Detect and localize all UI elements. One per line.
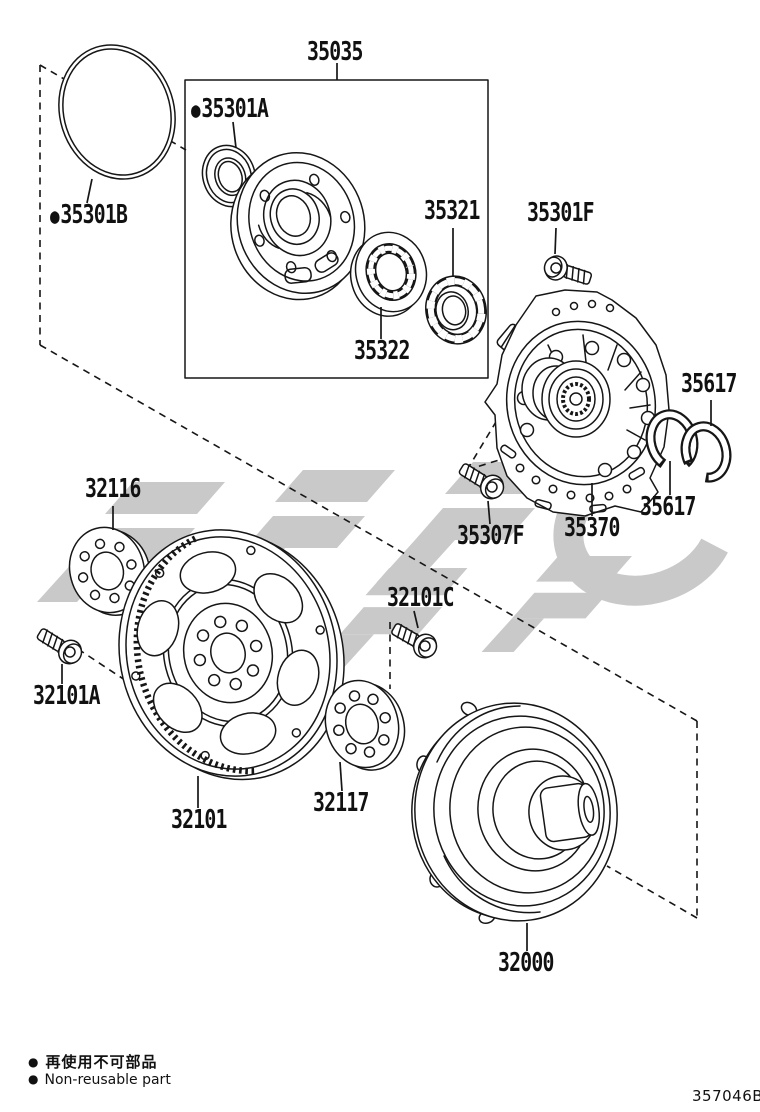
oil-pump-driven-rotor-35322-drawing	[349, 231, 428, 317]
label-35307F: 35307F	[457, 521, 525, 551]
footnote-english: ●Non-reusable part	[28, 1072, 171, 1088]
label-35370: 35370	[564, 513, 620, 543]
label-35301F: 35301F	[527, 198, 595, 228]
spacer-32117-drawing	[324, 679, 406, 771]
oil-pump-drive-gear-35321-drawing	[425, 275, 487, 345]
oil-pump-body-drawing	[230, 151, 366, 301]
o-ring-35301B-drawing	[58, 44, 176, 180]
snap-ring-35617-rear-drawing	[680, 421, 732, 483]
label-32101A: 32101A	[33, 681, 101, 711]
label-35322: 35322	[354, 336, 410, 366]
label-35321: 35321	[424, 196, 480, 226]
non-reusable-mark: ●	[28, 1072, 39, 1086]
pump-housing-35370-drawing	[484, 289, 670, 517]
label-32101C: 32101C	[387, 583, 455, 613]
footnote-japanese: ●再使用不可部品	[28, 1053, 158, 1071]
bolt-32101A-drawing	[32, 621, 87, 670]
diagram-code: 357046B	[692, 1087, 760, 1105]
non-reusable-mark: ●	[50, 204, 60, 228]
label-35035: 35035	[307, 37, 363, 67]
leader-lines	[61, 63, 712, 951]
label-35301A: ●35301A	[191, 94, 269, 124]
drive-plate-32101-drawing	[118, 529, 345, 781]
label-32117: 32117	[313, 788, 369, 818]
label-32116: 32116	[85, 474, 141, 504]
torque-converter-32000-drawing	[411, 701, 618, 925]
non-reusable-mark: ●	[191, 98, 201, 122]
label-32000: 32000	[498, 948, 554, 978]
label-35617-top: 35617	[681, 369, 737, 399]
label-35301B: ●35301B	[50, 200, 128, 230]
bolt-35301F-drawing	[540, 252, 595, 292]
non-reusable-mark: ●	[28, 1055, 40, 1069]
label-32101: 32101	[171, 805, 227, 835]
label-35617-bottom: 35617	[640, 492, 696, 522]
